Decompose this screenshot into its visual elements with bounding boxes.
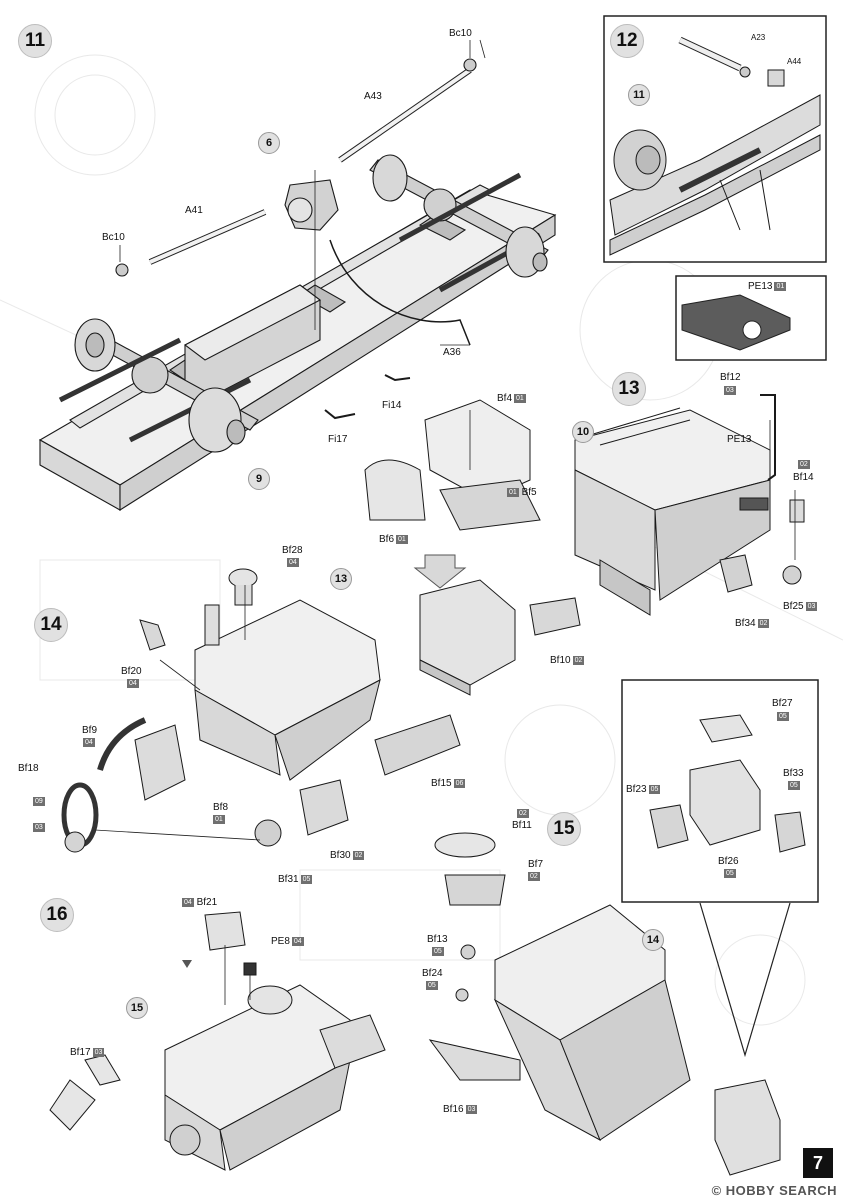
guide-lines-13 <box>469 410 796 560</box>
part-sheet-bf20: 04 <box>127 679 139 688</box>
part-sheet-bf18-a: 09 <box>33 797 45 806</box>
part-sheet-bf12: 03 <box>724 386 736 395</box>
part-sheet-bf13: 05 <box>432 947 444 956</box>
subassembly-ref-10: 10 <box>572 421 594 443</box>
subassembly-ref-13: 13 <box>330 568 352 590</box>
part-label-bf18: Bf18 <box>18 763 39 774</box>
photo-etch-icon <box>182 960 192 968</box>
part-sheet-bf7: 02 <box>528 872 540 881</box>
part-sheet-bf28: 04 <box>287 558 299 567</box>
guide-lines-16 <box>224 945 251 1005</box>
part-label-bf5: 01 Bf5 <box>507 487 537 498</box>
guide-lines-11 <box>119 39 486 346</box>
part-label-fi14: Fi14 <box>382 400 402 411</box>
subassembly-ref-15: 15 <box>126 997 148 1019</box>
direction-arrow <box>413 554 467 589</box>
part-label-bf27: Bf27 <box>772 698 793 709</box>
part-sheet-bf9: 04 <box>83 738 95 747</box>
part-label-bf33: Bf33 <box>783 768 804 779</box>
step-12-number: 12 <box>610 24 644 58</box>
chassis-assembly <box>38 58 557 511</box>
part-label-bf12: Bf12 <box>720 372 741 383</box>
part-label-bf26: Bf26 <box>718 856 739 867</box>
engine-assembly-14 <box>61 568 461 853</box>
part-sheet-bf26: 05 <box>724 869 736 878</box>
watermark: © HOBBY SEARCH <box>711 1183 837 1198</box>
part-label-bc10-top: Bc10 <box>449 28 472 39</box>
step-11-number: 11 <box>18 24 52 58</box>
subassembly-ref-11: 11 <box>628 84 650 106</box>
step-12-drawing <box>609 36 821 256</box>
part-sheet-bf27: 05 <box>777 712 789 721</box>
part-label-a23: A23 <box>751 33 766 42</box>
transfer-parts-15 <box>649 714 806 853</box>
part-label-bf8: Bf8 <box>213 802 229 813</box>
part-label-bf21: 04 Bf21 <box>182 897 218 908</box>
part-label-bf7: Bf7 <box>528 859 544 870</box>
step-15-number: 15 <box>547 812 581 846</box>
part-label-bc10-left: Bc10 <box>102 232 125 243</box>
part-sheet-bf18-b: 03 <box>33 823 45 832</box>
bellhousing-parts <box>364 394 805 696</box>
subassembly-ref-14: 14 <box>642 929 664 951</box>
subassembly-ref-9: 9 <box>248 468 270 490</box>
part-label-pe13: PE13 <box>727 434 752 445</box>
engine-assembly-16 <box>49 911 386 1171</box>
part-label-a43: A43 <box>364 91 382 102</box>
pe13-plate <box>681 294 791 351</box>
part-sheet-bf14: 02 <box>798 460 810 469</box>
part-sheet-bf8: 01 <box>213 815 225 824</box>
part-label-fi17: Fi17 <box>328 434 348 445</box>
page-number: 7 <box>803 1148 833 1178</box>
part-sheet-bf11: 02 <box>517 809 529 818</box>
part-sheet-bf33: 05 <box>788 781 800 790</box>
part-sheet-bf24: 05 <box>426 981 438 990</box>
step-13-number: 13 <box>612 372 646 406</box>
part-label-bf13: Bf13 <box>427 934 448 945</box>
guide-lines-14 <box>94 585 261 841</box>
part-label-bf20: Bf20 <box>121 666 142 677</box>
callout-pointer <box>699 902 791 1058</box>
part-label-bf11: Bf11 <box>512 820 532 831</box>
subassembly-ref-6: 6 <box>258 132 280 154</box>
engine-assembly-15 <box>428 832 781 1176</box>
part-label-bf9: Bf9 <box>82 725 98 736</box>
part-label-bf14: Bf14 <box>793 472 814 483</box>
step-16-number: 16 <box>40 898 74 932</box>
part-label-bf28: Bf28 <box>282 545 303 556</box>
part-label-a44: A44 <box>787 57 802 66</box>
step-14-number: 14 <box>34 608 68 642</box>
part-label-a36: A36 <box>443 347 461 358</box>
part-label-a41: A41 <box>185 205 203 216</box>
part-label-bf24: Bf24 <box>422 968 443 979</box>
